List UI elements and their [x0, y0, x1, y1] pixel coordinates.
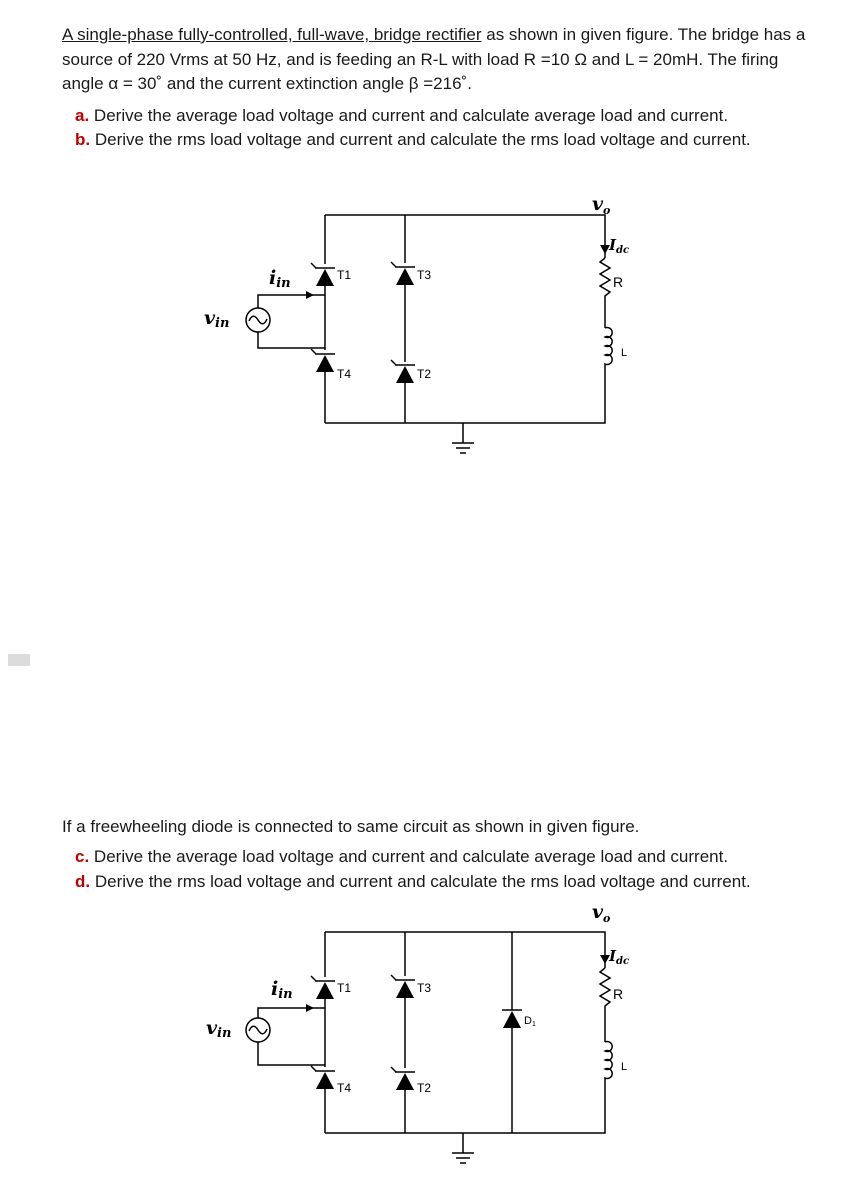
problem-intro: A single-phase fully-controlled, full-wa…: [62, 23, 822, 97]
iin-arrow-icon: [306, 291, 314, 299]
label-vin: vin: [204, 307, 229, 331]
label-idc: Idc: [608, 236, 629, 256]
label-t4: T4: [337, 1081, 351, 1095]
ac-source-icon: [245, 1017, 271, 1043]
label-l: L: [621, 347, 627, 359]
iin-arrow-icon: [306, 1004, 314, 1012]
question-a-text: Derive the average load voltage and curr…: [93, 106, 729, 125]
label-t3: T3: [417, 268, 431, 282]
question-b-label: b.: [75, 130, 91, 149]
label-r: R: [613, 986, 623, 1002]
thyristor-t4-icon: [310, 1065, 335, 1089]
question-d-text: Derive the rms load voltage and current …: [94, 872, 751, 891]
question-c: c. Derive the average load voltage and c…: [75, 845, 728, 869]
circuit-figure-2: T1 T3 T4 T2 D1 R L vo Idc iin vin: [206, 901, 629, 1164]
thyristor-t1-icon: [310, 975, 335, 999]
problem2-intro: If a freewheeling diode is connected to …: [62, 817, 640, 836]
problem-intro-link[interactable]: A single-phase fully-controlled, full-wa…: [62, 25, 482, 44]
label-idc: Idc: [608, 947, 629, 967]
label-vin: vin: [206, 1017, 231, 1041]
thyristor-t2-icon: [390, 1066, 415, 1090]
label-t2: T2: [417, 1081, 431, 1095]
label-vo: vo: [592, 901, 610, 925]
label-vo: vo: [592, 193, 610, 217]
label-r: R: [613, 274, 623, 290]
label-l: L: [621, 1061, 627, 1073]
question-a: a. Derive the average load voltage and c…: [75, 104, 728, 128]
label-t3: T3: [417, 981, 431, 995]
label-t2: T2: [417, 367, 431, 381]
question-c-label: c.: [75, 847, 90, 866]
question-c-text: Derive the average load voltage and curr…: [93, 847, 729, 866]
thyristor-t2-icon: [390, 359, 415, 383]
question-b-text: Derive the rms load voltage and current …: [94, 130, 751, 149]
ac-source-icon: [245, 307, 271, 333]
freewheeling-diode-icon: [502, 1009, 522, 1028]
question-d-label: d.: [75, 872, 91, 891]
problem-intro-text: as shown in given figure. The bridge has…: [62, 25, 806, 93]
label-t1: T1: [337, 268, 351, 282]
circuit-figure-1: T1 T3 T4 T2 R L vo Idc iin vin: [204, 193, 629, 454]
wires: [257, 931, 613, 1164]
label-t1: T1: [337, 981, 351, 995]
question-a-label: a.: [75, 106, 90, 125]
thyristor-t4-icon: [310, 348, 335, 372]
label-t4: T4: [337, 367, 351, 381]
thyristor-t3-icon: [390, 261, 415, 285]
label-d1: D1: [524, 1015, 536, 1028]
margin-marker: [8, 654, 30, 666]
question-d: d. Derive the rms load voltage and curre…: [75, 870, 751, 894]
question-b: b. Derive the rms load voltage and curre…: [75, 128, 751, 152]
label-iin: iin: [269, 267, 291, 291]
label-iin: iin: [271, 978, 293, 1002]
thyristor-t3-icon: [390, 974, 415, 998]
wires: [257, 214, 613, 454]
thyristor-t1-icon: [310, 262, 335, 286]
